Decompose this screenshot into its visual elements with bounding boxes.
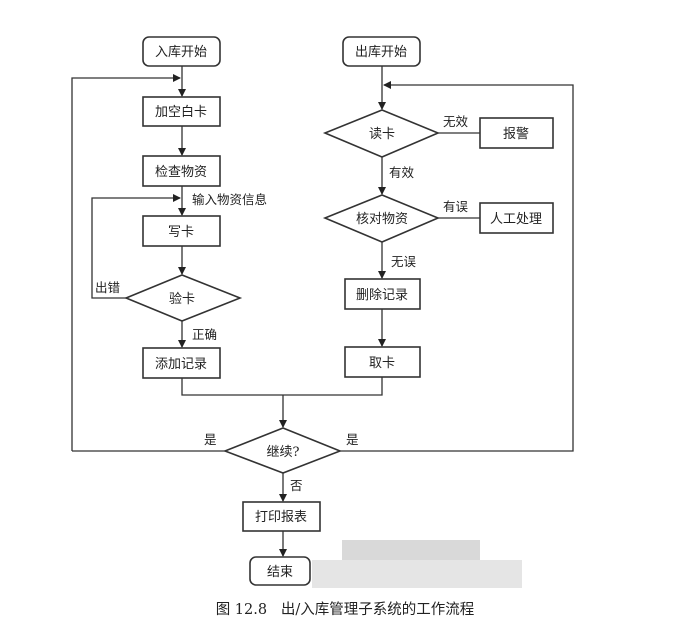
add-blank-card-label: 加空白卡	[155, 104, 207, 120]
out-start-node	[342, 36, 421, 67]
label-yes-right: 是	[346, 432, 359, 447]
print-report-label: 打印报表	[255, 510, 307, 525]
label-mismatch: 有误	[443, 199, 469, 214]
end-label: 结束	[267, 565, 293, 580]
in-start-label: 入库开始	[155, 44, 207, 60]
verify-card-decision	[123, 274, 243, 322]
end-node	[249, 556, 311, 586]
read-card-label: 读卡	[369, 127, 395, 142]
add-record-label: 添加记录	[155, 357, 207, 372]
blurred-watermark	[312, 540, 522, 588]
label-invalid: 无效	[443, 114, 469, 129]
read-card-decision	[322, 109, 441, 158]
in-start-node	[142, 36, 221, 67]
alarm-label: 报警	[503, 126, 529, 142]
alarm-node	[479, 117, 554, 149]
write-card-node	[142, 215, 221, 247]
check-goods-out-label: 核对物资	[356, 212, 408, 227]
add-blank-card-node	[142, 96, 221, 127]
label-match: 无误	[391, 254, 417, 269]
write-card-label: 写卡	[168, 225, 194, 240]
label-input-info: 输入物资信息	[192, 192, 267, 207]
check-goods-out-decision	[322, 194, 441, 243]
continue-decision	[222, 427, 343, 474]
delete-record-node	[344, 278, 421, 310]
edge-merge	[181, 377, 383, 396]
label-valid: 有效	[389, 165, 415, 180]
verify-card-label: 验卡	[169, 291, 195, 307]
add-record-node	[142, 347, 221, 379]
manual-label: 人工处理	[490, 212, 542, 227]
delete-record-label: 删除记录	[356, 288, 408, 303]
edge-loop-left	[71, 74, 181, 451]
check-goods-node	[142, 155, 221, 187]
edge-loop-right	[340, 81, 574, 452]
manual-node	[479, 202, 554, 234]
label-no: 否	[290, 478, 303, 493]
label-correct: 正确	[192, 327, 217, 342]
check-goods-label: 检查物资	[155, 165, 207, 180]
edge-error-loop	[91, 194, 181, 299]
label-error: 出错	[95, 280, 120, 295]
out-start-label: 出库开始	[355, 44, 407, 60]
take-card-node	[344, 346, 421, 378]
print-report-node	[242, 501, 321, 532]
edges	[71, 66, 574, 557]
figure-caption: 图 12.8 出/入库管理子系统的工作流程	[216, 601, 475, 618]
continue-label: 继续?	[267, 445, 300, 460]
take-card-label: 取卡	[369, 356, 395, 371]
label-yes-left: 是	[204, 432, 217, 447]
